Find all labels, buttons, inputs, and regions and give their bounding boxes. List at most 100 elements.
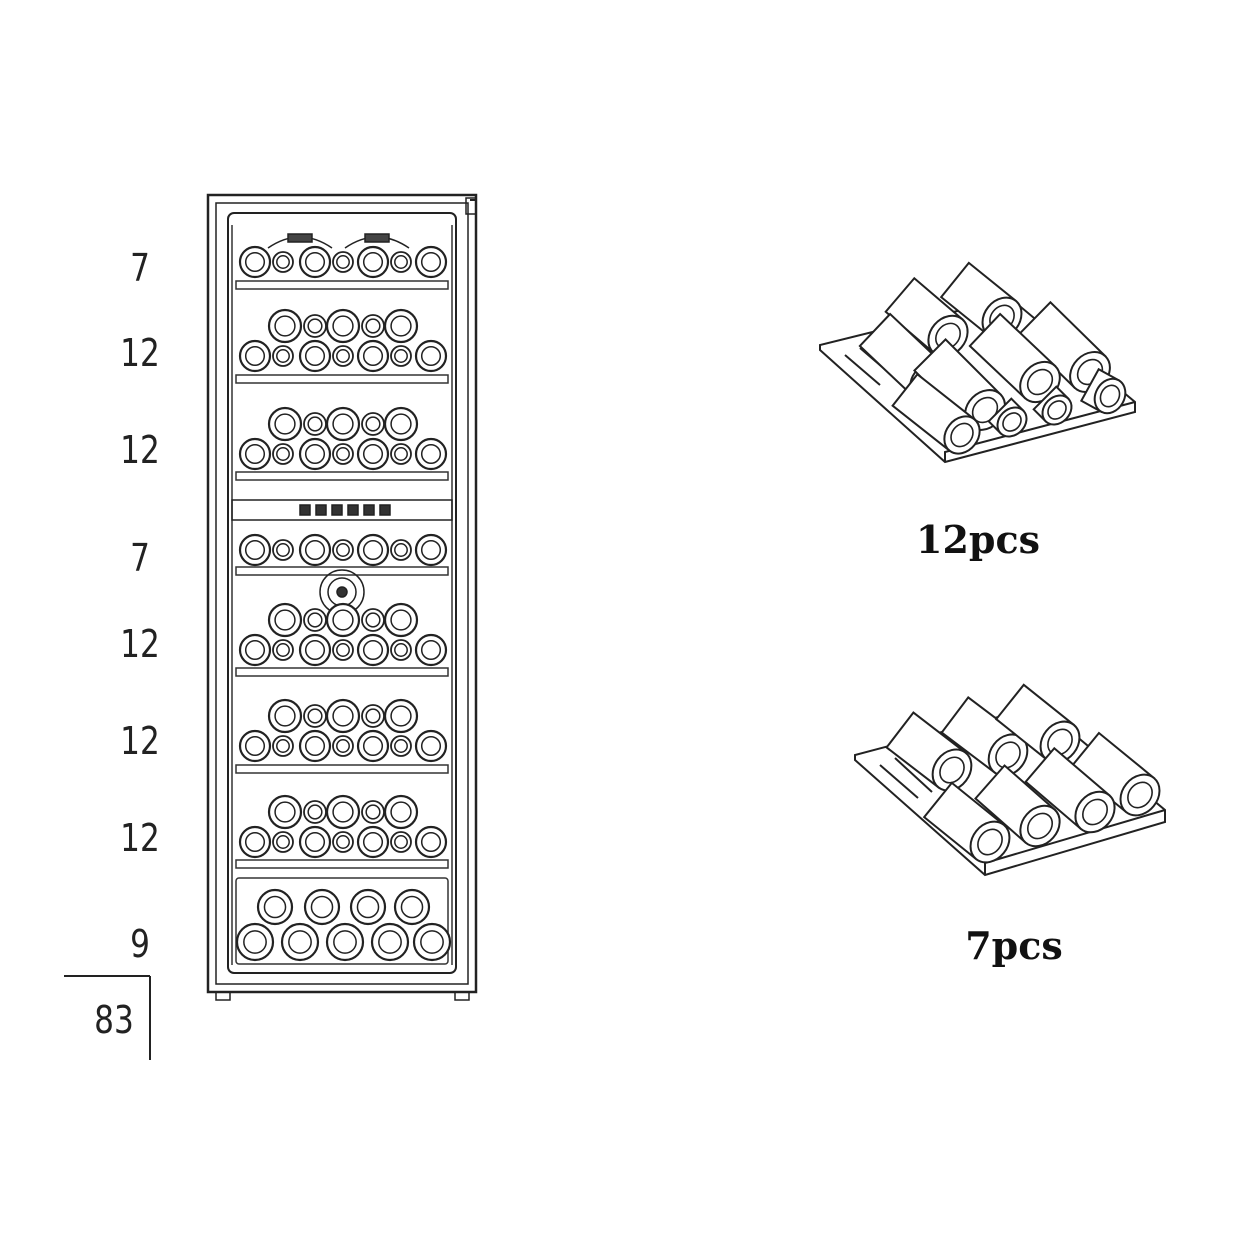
bottle-end: [303, 800, 327, 824]
bottle-end: [256, 888, 294, 926]
bottle-end: [272, 831, 294, 853]
shelf-count-5: 12: [120, 622, 160, 666]
bottle-end: [298, 437, 332, 471]
bottle-end: [414, 633, 448, 667]
bottle-end: [280, 922, 320, 962]
bottle-end: [356, 339, 390, 373]
top-fans: [267, 233, 410, 249]
bottle-end: [272, 539, 294, 561]
bottle-end: [303, 704, 327, 728]
bottle-end: [303, 412, 327, 436]
shelf-12pcs-caption: 12pcs: [916, 517, 1040, 562]
bottle-end: [298, 245, 332, 279]
bottle-end: [356, 245, 390, 279]
shelf-7pcs-caption: 7pcs: [965, 923, 1063, 968]
bottle-end: [272, 443, 294, 465]
bottle-end: [303, 608, 327, 632]
cabinet-feet: [215, 991, 470, 1001]
shelf-count-2: 12: [120, 331, 160, 375]
bottle-end: [267, 698, 303, 734]
bottle-end: [325, 922, 365, 962]
bottle-end: [267, 308, 303, 344]
bottle-end: [414, 825, 448, 859]
bottle-end: [370, 922, 410, 962]
bottle-end: [298, 729, 332, 763]
bottle-end: [383, 308, 419, 344]
shelf-count-6: 12: [120, 719, 160, 763]
bottle-end: [272, 251, 294, 273]
bottle-end: [238, 437, 272, 471]
bottle-end: [414, 339, 448, 373]
bottle-end: [390, 443, 412, 465]
bottle-end: [325, 602, 361, 638]
total-bracket: [64, 975, 151, 1060]
bottle-end: [383, 602, 419, 638]
bottle-end: [356, 437, 390, 471]
tray-bottle: [974, 764, 1061, 848]
bottle-end: [390, 831, 412, 853]
bottle-end: [383, 406, 419, 442]
shelf-count-4: 7: [130, 536, 150, 580]
tray-bottle: [1024, 746, 1116, 834]
bottle-end: [267, 794, 303, 830]
bottle-end: [238, 633, 272, 667]
bottle-end: [361, 704, 385, 728]
control-panel: [231, 499, 453, 521]
shelf-12pcs-illustration: [819, 261, 1136, 464]
bottle-end: [325, 698, 361, 734]
shelf-count-8: 9: [130, 922, 150, 966]
bottle-end: [238, 729, 272, 763]
bottle-end: [238, 533, 272, 567]
bottle-end: [238, 825, 272, 859]
bottle-end: [349, 888, 387, 926]
bottle-end: [383, 794, 419, 830]
bottle-end: [298, 533, 332, 567]
bottle-end: [325, 308, 361, 344]
bottle-end: [332, 345, 354, 367]
bottle-end: [332, 735, 354, 757]
shelf-count-7: 12: [120, 816, 160, 860]
bottle-end: [390, 539, 412, 561]
bottle-end: [412, 922, 452, 962]
bottle-end: [356, 729, 390, 763]
cabinet-outline: [206, 193, 478, 994]
tray-bottle: [891, 372, 981, 455]
bottle-end: [414, 437, 448, 471]
bottle-end: [325, 794, 361, 830]
bottle-end: [356, 825, 390, 859]
bottle-end: [361, 412, 385, 436]
bottle-end: [361, 608, 385, 632]
bottle-end: [272, 735, 294, 757]
bottle-end: [390, 251, 412, 273]
bottle-end: [356, 533, 390, 567]
bottle-end: [390, 735, 412, 757]
bottle-end: [272, 345, 294, 367]
shelf-count-1: 7: [130, 246, 150, 290]
bottle-end: [361, 800, 385, 824]
bottle-end: [303, 314, 327, 338]
bottle-end: [393, 888, 431, 926]
bottle-end: [332, 539, 354, 561]
bottle-end: [361, 314, 385, 338]
bottle-end: [332, 443, 354, 465]
tray-bottle: [987, 397, 1028, 438]
bottle-end: [325, 406, 361, 442]
tray-bottle: [922, 781, 1011, 864]
tray-bottle: [940, 696, 1029, 777]
bottle-end: [390, 639, 412, 661]
shelf-7pcs-illustration: [854, 683, 1166, 877]
bottle-end: [298, 825, 332, 859]
bottle-end: [238, 339, 272, 373]
tray-bottle: [1032, 385, 1073, 426]
bottle-end: [303, 888, 341, 926]
bottle-end: [383, 698, 419, 734]
bottle-end: [414, 245, 448, 279]
shelf-count-3: 12: [120, 428, 160, 472]
shelf-rails: [231, 225, 453, 965]
bottle-end: [272, 639, 294, 661]
bottle-end: [332, 639, 354, 661]
bottle-end: [356, 633, 390, 667]
bottle-end: [298, 633, 332, 667]
bottle-end: [332, 251, 354, 273]
bottle-end: [267, 602, 303, 638]
